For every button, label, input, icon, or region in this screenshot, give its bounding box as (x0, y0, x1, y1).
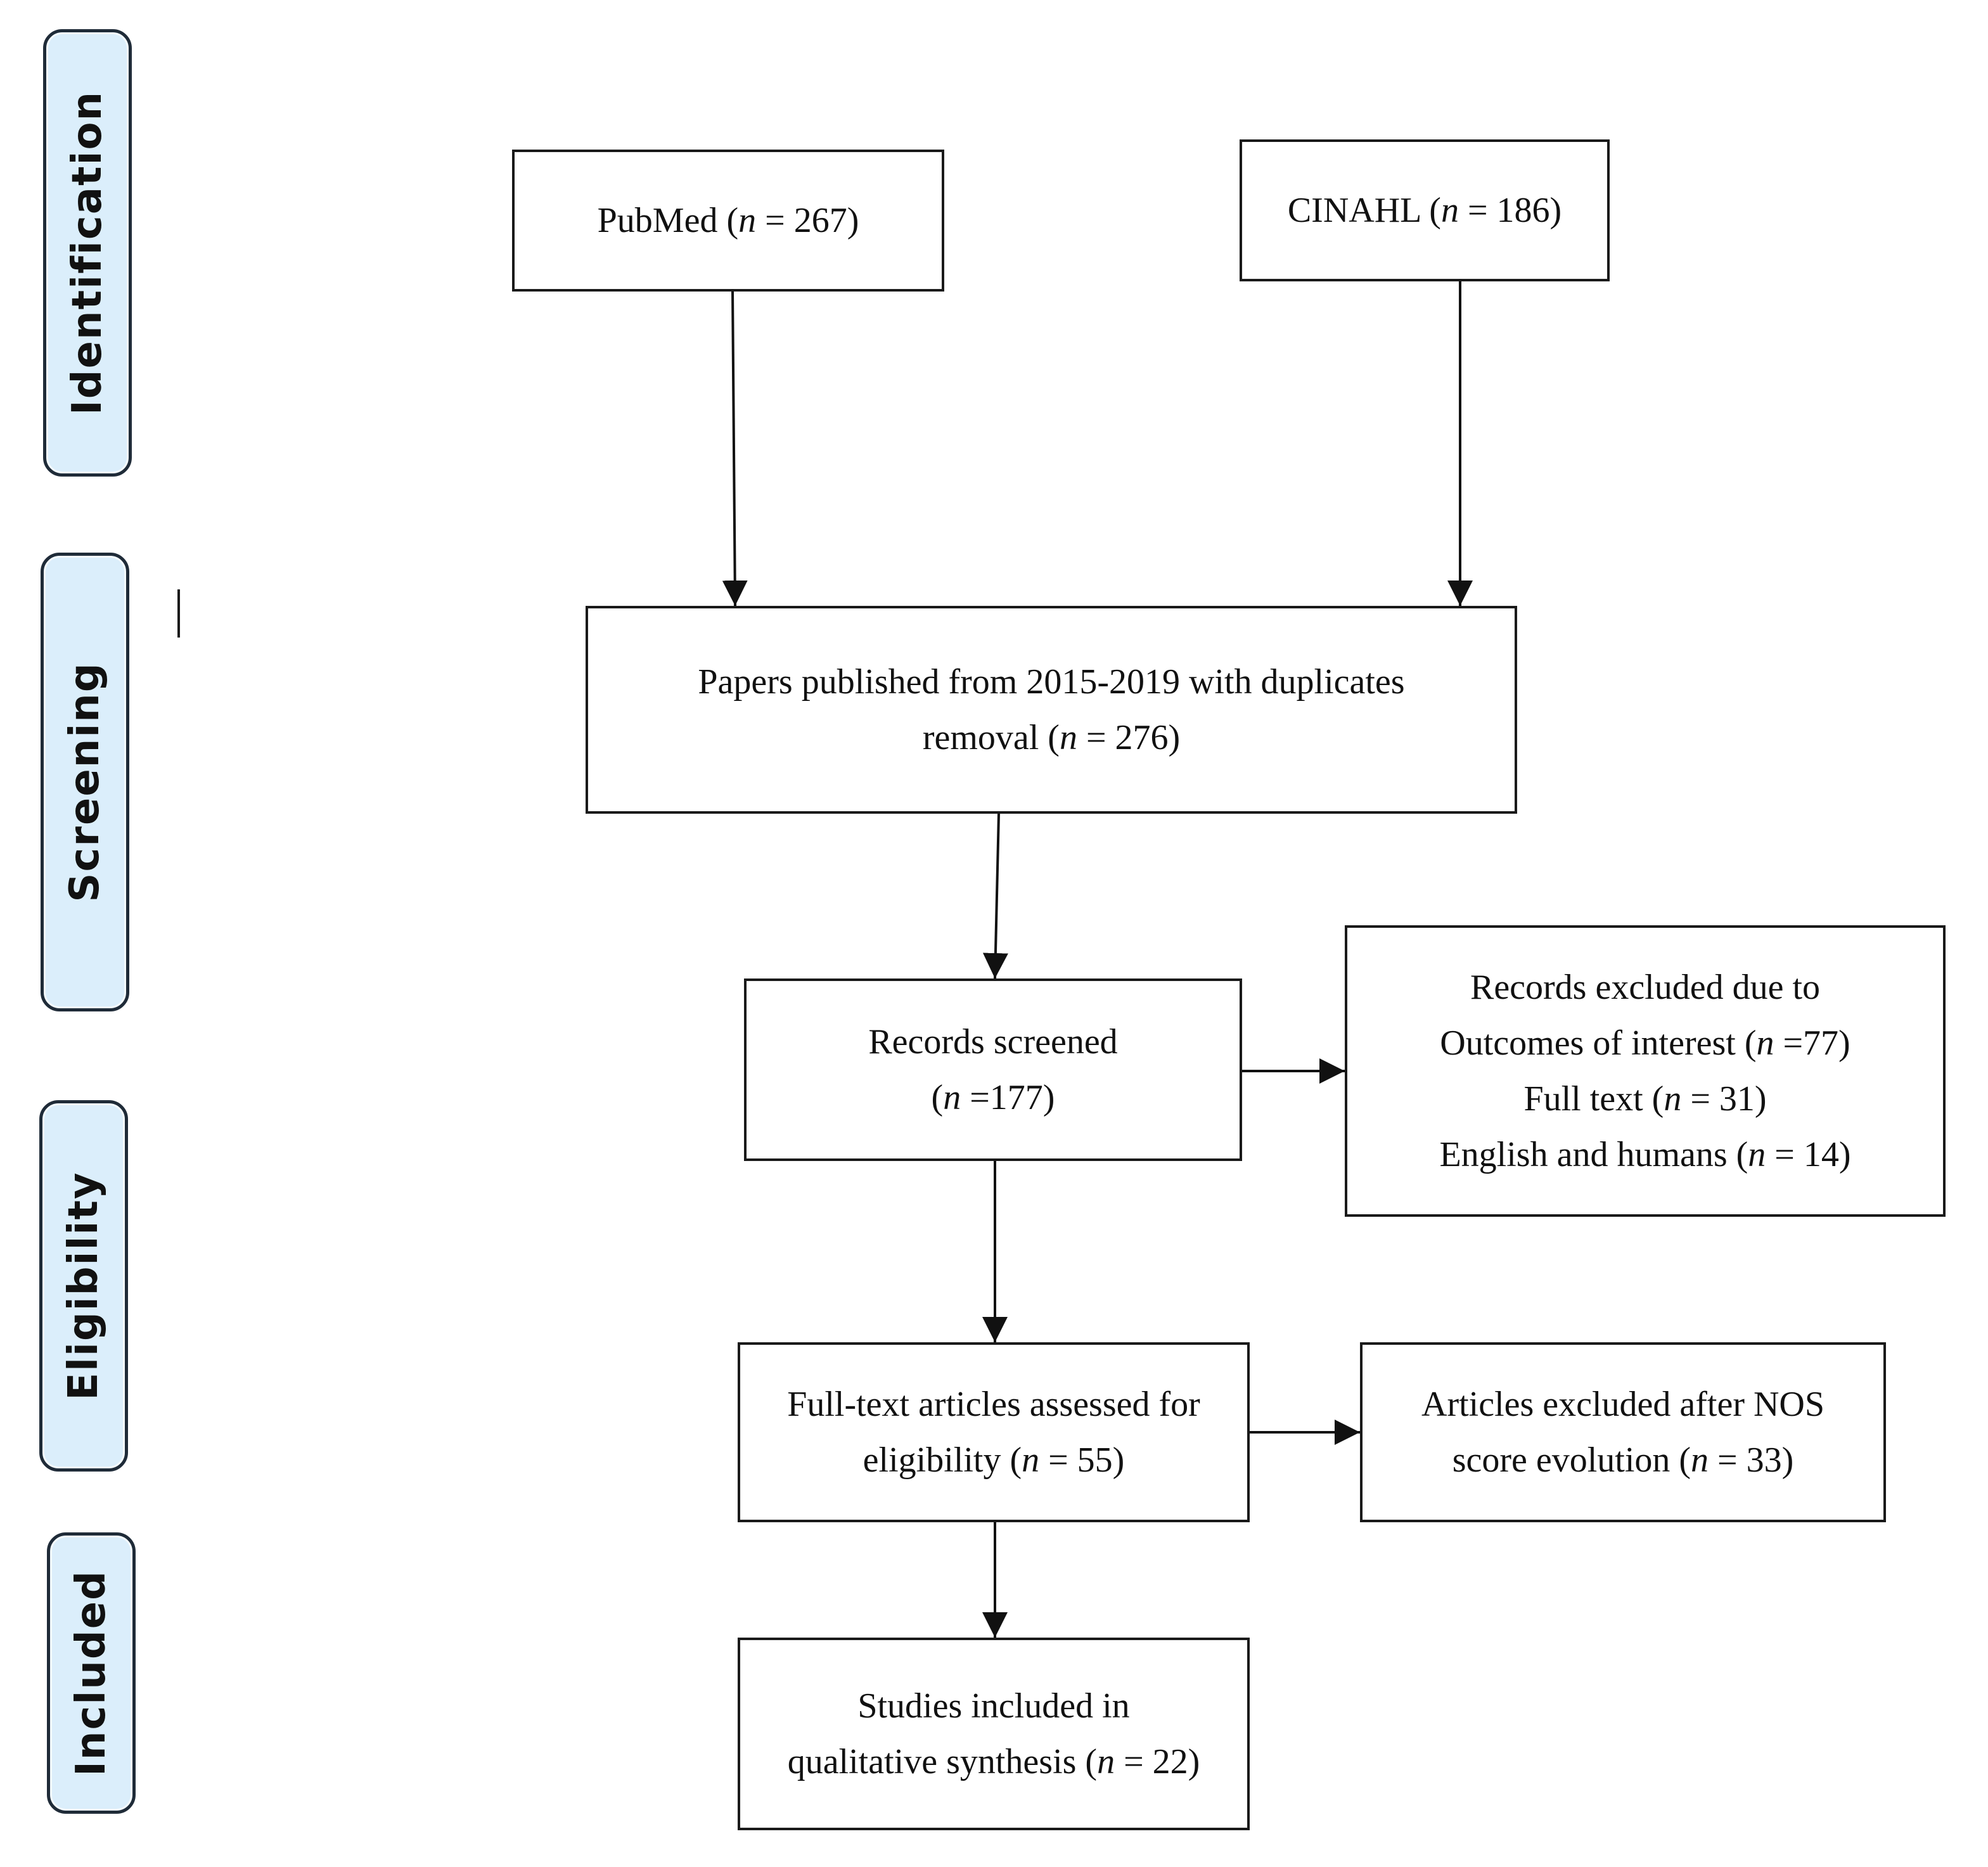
full-text-assessed-box: Full-text articles assessed for eligibil… (738, 1342, 1250, 1522)
arrow-papers-to-screened (982, 813, 1008, 979)
phase-included: Included (47, 1532, 136, 1814)
phase-screening: Screening (41, 553, 129, 1011)
phase-eligibility: Eligibility (39, 1100, 128, 1472)
phase-identification: Identification (43, 29, 132, 477)
records-excluded-box: Records excluded due to Outcomes of inte… (1345, 925, 1946, 1217)
stray-mark (177, 589, 180, 638)
records-screened-box: Records screened (n =177) (744, 978, 1242, 1161)
nos-excluded-box: Articles excluded after NOS score evolut… (1360, 1342, 1886, 1522)
arrow-pubmed-to-papers (722, 291, 748, 606)
cinahl-box: CINAHL (n = 186) (1240, 139, 1610, 281)
studies-included-box: Studies included in qualitative synthesi… (738, 1638, 1250, 1830)
papers-published-box: Papers published from 2015-2019 with dup… (586, 606, 1517, 814)
pubmed-box: PubMed (n = 267) (512, 150, 944, 292)
